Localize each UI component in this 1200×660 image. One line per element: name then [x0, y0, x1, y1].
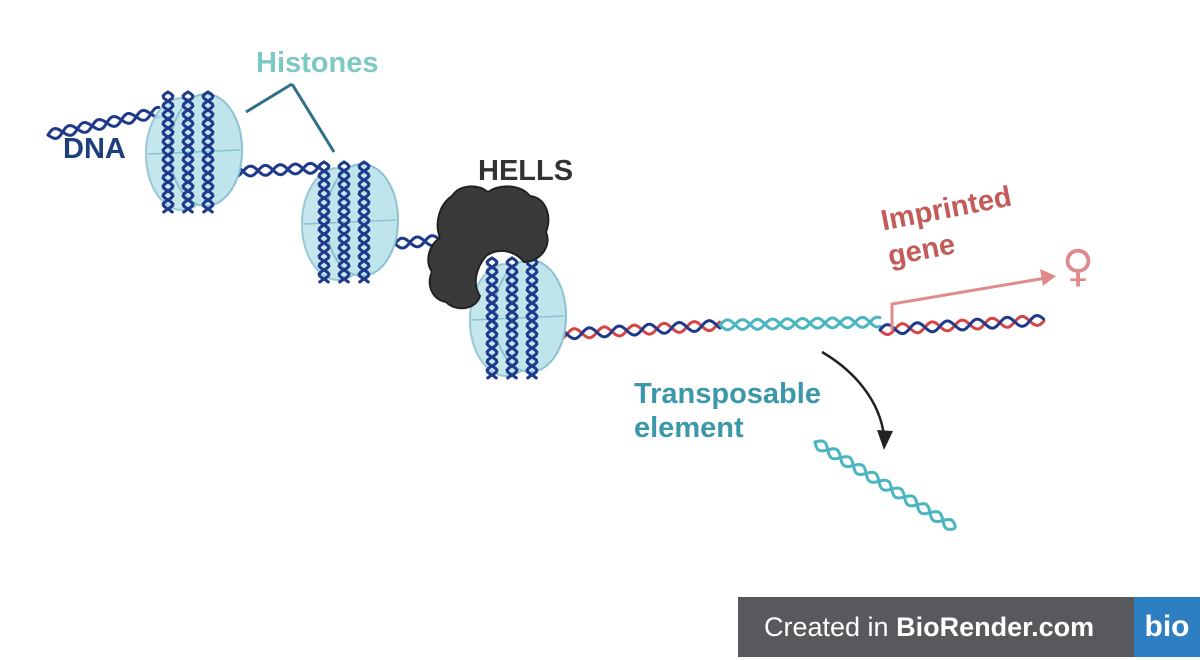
dna-strand: [485, 256, 499, 380]
excision-arrow: [821, 350, 886, 437]
wrapped-dna-2: [337, 160, 351, 284]
transposable-element-label-line2: element: [634, 412, 744, 444]
dna-strand-methylated-left: [550, 319, 722, 342]
histones-label: Histones: [256, 47, 379, 79]
biorender-logo-icon: bio: [1134, 597, 1200, 657]
dna-strand: [505, 256, 519, 380]
dna-strand: [550, 320, 721, 342]
imprinted-gene-arrowhead: [1040, 269, 1056, 286]
dna-strand: [550, 319, 722, 341]
imprinted-gene-arrow: [890, 276, 1047, 330]
histone-pointer-line-1: [245, 82, 293, 114]
female-symbol-icon: ♀: [1062, 241, 1094, 292]
dna-strand: [201, 90, 215, 214]
transposable-element-strand: [718, 315, 882, 332]
transposable-element-label: Transposable element: [634, 377, 821, 445]
dna-strand: [226, 162, 320, 178]
wrapped-dna-1: [161, 90, 175, 214]
dna-strand: [878, 314, 1046, 337]
dna-strand: [878, 313, 1046, 336]
wrapped-dna-1: [485, 256, 499, 380]
wrapped-dna-2: [181, 90, 195, 214]
dna-strand: [357, 160, 371, 284]
nucleosomes: [145, 90, 567, 380]
excised-transposable-element: [813, 439, 957, 531]
transposable-element-label-line1: Transposable: [634, 378, 821, 410]
dna-strand: [46, 105, 161, 141]
dna-strand: [201, 90, 215, 214]
badge-prefix: Created in: [764, 611, 897, 642]
badge-brand: BioRender.com: [896, 611, 1095, 642]
biorender-badge[interactable]: Created in BioRender.com bio: [738, 597, 1200, 657]
dna-label: DNA: [63, 133, 126, 165]
dna-linker-1: [226, 161, 320, 179]
dna-strand: [718, 315, 882, 332]
hells-protein: [427, 185, 550, 310]
dna-strand: [813, 439, 957, 529]
wrapped-dna-3: [201, 90, 215, 214]
dna-strand: [317, 160, 331, 284]
nucleosome-1: [145, 90, 243, 214]
dna-strand: [718, 315, 882, 332]
nucleosome-2: [301, 160, 399, 284]
dna-strand: [813, 440, 956, 531]
hells-label: HELLS: [478, 155, 574, 187]
dna-strand: [181, 90, 195, 214]
wrapped-dna-3: [357, 160, 371, 284]
biorender-badge-text: Created in BioRender.com: [738, 612, 1134, 643]
dna-strand: [337, 160, 351, 284]
dna-strand: [525, 256, 539, 380]
excision-arrowhead: [877, 430, 893, 450]
dna-strand: [317, 160, 331, 284]
dna-strand: [357, 160, 371, 284]
dna-strand: [525, 256, 539, 380]
dna-strand: [485, 256, 499, 380]
dna-strand: [161, 90, 175, 214]
dna-strand: [505, 256, 519, 380]
dna-strand: [181, 90, 195, 214]
dna-strand: [161, 90, 175, 214]
dna-strand: [46, 108, 163, 137]
histone-pointer-line-2: [290, 83, 336, 153]
imprinted-gene-strand: [878, 313, 1046, 337]
wrapped-dna-3: [525, 256, 539, 380]
wrapped-dna-2: [505, 256, 519, 380]
nucleosome-3: [469, 256, 567, 380]
dna-strand: [337, 160, 351, 284]
wrapped-dna-1: [317, 160, 331, 284]
dna-strand-left-end: [46, 105, 163, 141]
